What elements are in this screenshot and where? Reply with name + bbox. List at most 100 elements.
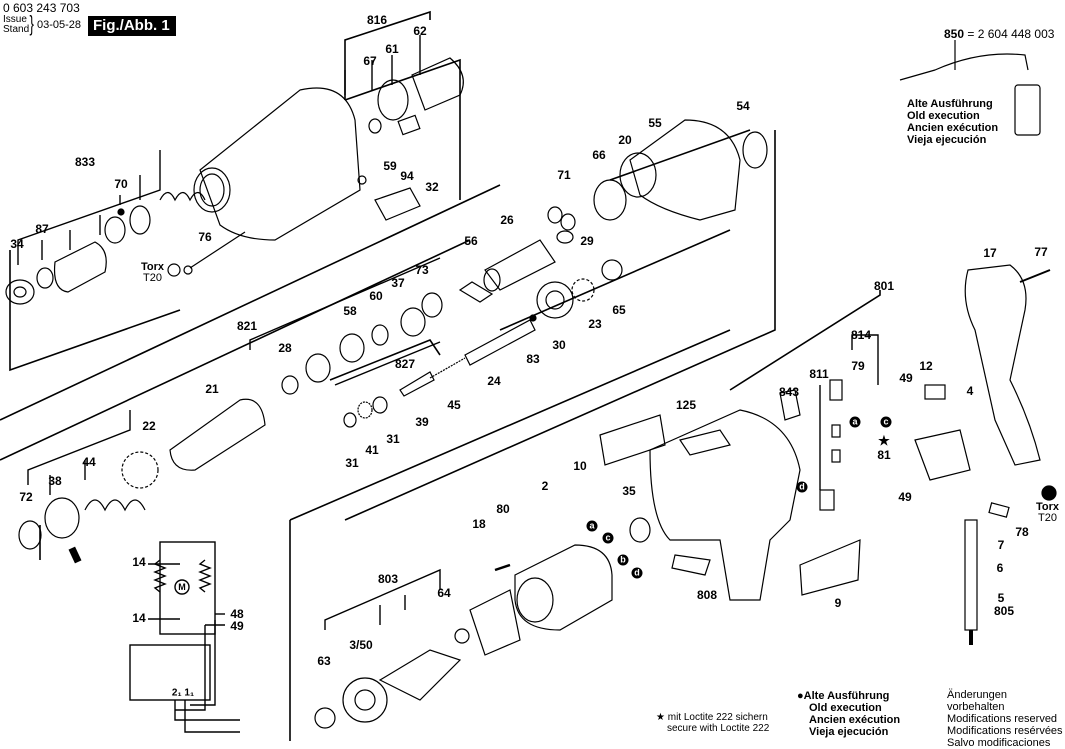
connection-marker-c: c xyxy=(880,416,892,428)
part-label[interactable]: 54 xyxy=(736,99,750,113)
part-label[interactable]: 61 xyxy=(385,42,399,56)
part-label[interactable]: 49 xyxy=(899,371,913,385)
issue-date: 03-05-28 xyxy=(37,19,82,31)
part-label[interactable]: 87 xyxy=(35,222,49,236)
part-label[interactable]: 30 xyxy=(552,338,566,352)
torx-note-right: Torx T20 xyxy=(1036,502,1059,524)
part-label[interactable]: 34 xyxy=(10,237,24,251)
part-10-label xyxy=(599,414,666,466)
part-label[interactable]: 62 xyxy=(413,24,427,38)
part-label[interactable]: 79 xyxy=(851,359,865,373)
motor-symbol-label: M xyxy=(178,582,186,592)
part-label[interactable]: 7 xyxy=(997,538,1005,552)
part-label[interactable]: 14 xyxy=(132,555,146,569)
part-label[interactable]: 833 xyxy=(74,155,96,169)
part-65-bearing xyxy=(601,259,623,281)
part-4-switch xyxy=(914,429,971,481)
part-label[interactable]: 6 xyxy=(996,561,1004,575)
part-label[interactable]: 49 xyxy=(230,619,244,633)
part-label[interactable]: 808 xyxy=(696,588,718,602)
part-label[interactable]: 72 xyxy=(19,490,33,504)
part-label[interactable]: 58 xyxy=(343,304,357,318)
part-label[interactable]: 45 xyxy=(447,398,461,412)
part-label[interactable]: 26 xyxy=(500,213,514,227)
connection-marker-a: a xyxy=(849,416,861,428)
stand-label: Stand xyxy=(3,24,30,35)
part-label[interactable]: 3/50 xyxy=(349,638,373,652)
part-label[interactable]: 55 xyxy=(648,116,662,130)
part-39-pin xyxy=(399,371,435,397)
part-label[interactable]: 821 xyxy=(236,319,258,333)
part-label[interactable]: 24 xyxy=(487,374,501,388)
part-label[interactable]: 10 xyxy=(573,459,587,473)
part-label[interactable]: 60 xyxy=(369,289,383,303)
motor-housing-shape xyxy=(649,409,801,601)
part-label[interactable]: 22 xyxy=(142,419,156,433)
part-label[interactable]: 35 xyxy=(622,484,636,498)
part-label[interactable]: 66 xyxy=(592,148,606,162)
part-label[interactable]: 5 xyxy=(997,591,1005,605)
part-label[interactable]: 67 xyxy=(363,54,377,68)
document-part-number: 0 603 243 703 xyxy=(3,1,80,15)
part-label[interactable]: 56 xyxy=(464,234,478,248)
part-label[interactable]: 80 xyxy=(496,502,510,516)
part-label[interactable]: 71 xyxy=(557,168,571,182)
part-label[interactable]: 94 xyxy=(400,169,414,183)
part-label[interactable]: 81 xyxy=(877,448,891,462)
part-label[interactable]: 843 xyxy=(778,385,800,399)
part-label[interactable]: 70 xyxy=(114,177,128,191)
part-label[interactable]: 4 xyxy=(966,384,974,398)
part-850-suppressor xyxy=(1014,84,1041,136)
part-label[interactable]: 803 xyxy=(377,572,399,586)
part-label[interactable]: 73 xyxy=(415,263,429,277)
modifications-en: Modifications reserved xyxy=(947,713,1058,725)
part-label[interactable]: 31 xyxy=(386,432,400,446)
part-label[interactable]: 48 xyxy=(230,607,244,621)
part-label[interactable]: 32 xyxy=(425,180,439,194)
part-label[interactable]: 827 xyxy=(394,357,416,371)
part-label[interactable]: 17 xyxy=(983,246,997,260)
part-label[interactable]: 77 xyxy=(1034,245,1048,259)
part-label[interactable]: 816 xyxy=(366,13,388,27)
part-label[interactable]: 28 xyxy=(278,341,292,355)
part-56-shape xyxy=(458,281,494,303)
part-label[interactable]: 18 xyxy=(472,517,486,531)
part-label[interactable]: 78 xyxy=(1015,525,1029,539)
part-label[interactable]: 39 xyxy=(415,415,429,429)
part-41-washer xyxy=(357,401,373,419)
part-label[interactable]: 59 xyxy=(383,159,397,173)
part-55-cover xyxy=(629,119,741,221)
part-label[interactable]: 31 xyxy=(345,456,359,470)
part-label[interactable]: 805 xyxy=(993,604,1015,618)
part-label[interactable]: 12 xyxy=(919,359,933,373)
part-61-shape xyxy=(377,79,409,121)
part-label[interactable]: 21 xyxy=(205,382,219,396)
part-label[interactable]: 801 xyxy=(873,279,895,293)
part-label[interactable]: 14 xyxy=(132,611,146,625)
part-833-sleeve xyxy=(53,241,107,293)
part-label[interactable]: 44 xyxy=(82,455,96,469)
field-coil-right xyxy=(198,559,212,593)
part-label[interactable]: 65 xyxy=(612,303,626,317)
part-76-screw xyxy=(189,231,246,269)
part-label[interactable]: 49 xyxy=(898,490,912,504)
part-label[interactable]: 63 xyxy=(317,654,331,668)
part-label[interactable]: 811 xyxy=(809,367,829,381)
part-9-label xyxy=(799,539,861,596)
part-label[interactable]: 41 xyxy=(365,443,379,457)
part-label[interactable]: 38 xyxy=(48,474,62,488)
part-label[interactable]: 2 xyxy=(541,479,549,493)
part-label[interactable]: 64 xyxy=(437,586,451,600)
part-label[interactable]: 37 xyxy=(391,276,405,290)
part-label[interactable]: 23 xyxy=(588,317,602,331)
part-label[interactable]: 76 xyxy=(198,230,212,244)
part-label[interactable]: 9 xyxy=(834,596,842,610)
part-label[interactable]: 83 xyxy=(526,352,540,366)
part-label[interactable]: 814 xyxy=(850,328,872,342)
part-label[interactable]: 20 xyxy=(618,133,632,147)
part-7-clamp xyxy=(988,502,1010,518)
modifications-legend: Änderungen vorbehalten Modifications res… xyxy=(947,689,1065,749)
part-label[interactable]: 125 xyxy=(675,398,697,412)
part-label[interactable]: 29 xyxy=(580,234,594,248)
